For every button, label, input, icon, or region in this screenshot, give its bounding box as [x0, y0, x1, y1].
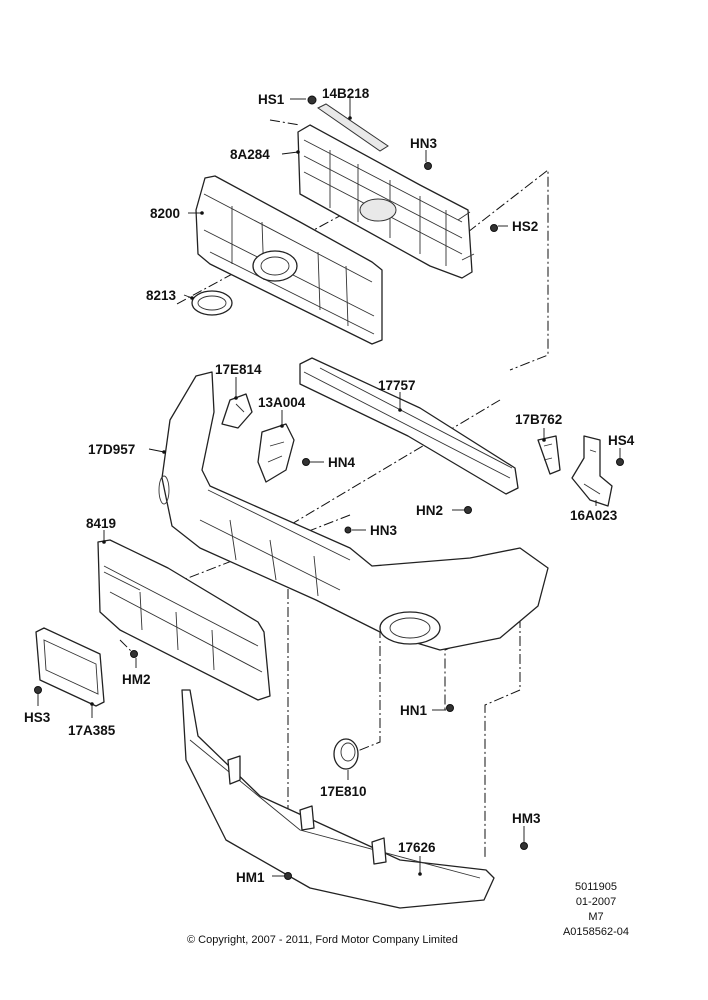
label-hn3-mid: HN3 — [370, 523, 397, 538]
fastener-hs3 — [34, 686, 42, 694]
part-8200-grille — [195, 175, 383, 345]
callout-labels: HS1 14B218 HN3 8A284 HS2 8200 8213 17E81… — [24, 86, 635, 885]
label-hn2: HN2 — [416, 503, 443, 518]
fastener-hn4 — [302, 458, 310, 466]
fastener-hm3 — [520, 842, 528, 850]
fasteners — [34, 95, 624, 880]
label-17a385: 17A385 — [68, 723, 116, 738]
part-8213-emblem — [191, 290, 233, 316]
fastener-hn3-top — [424, 162, 432, 170]
part-8419-lower-grille — [97, 539, 271, 701]
label-hn4: HN4 — [328, 455, 355, 470]
label-hm2: HM2 — [122, 672, 151, 687]
label-8a284: 8A284 — [230, 147, 270, 162]
fastener-hn2 — [464, 506, 472, 514]
label-17e810: 17E810 — [320, 784, 367, 799]
label-17757: 17757 — [378, 378, 416, 393]
part-16a023-bracket — [571, 435, 613, 507]
fastener-hm2 — [130, 650, 138, 658]
part-17e814-bracket — [221, 393, 253, 429]
label-17e814: 17E814 — [215, 362, 262, 377]
callout-leaders — [37, 98, 621, 877]
label-17d957: 17D957 — [88, 442, 135, 457]
part-17a385-plate-bracket — [35, 627, 105, 707]
label-hs1: HS1 — [258, 92, 285, 107]
label-8419: 8419 — [86, 516, 116, 531]
label-16a023: 16A023 — [570, 508, 618, 523]
doc-number: 5011905 — [574, 881, 617, 893]
label-hn3-top: HN3 — [410, 136, 437, 151]
label-13a004: 13A004 — [258, 395, 306, 410]
doc-date: 01-2007 — [575, 896, 617, 908]
label-hs3: HS3 — [24, 710, 51, 725]
fastener-hs1 — [307, 95, 317, 105]
part-17b762-bracket — [537, 435, 561, 475]
label-hm1: HM1 — [236, 870, 265, 885]
label-17626: 17626 — [398, 840, 436, 855]
doc-model: M7 — [588, 911, 604, 923]
part-13a004-bracket — [257, 423, 295, 483]
label-8200: 8200 — [150, 206, 180, 221]
label-17b762: 17B762 — [515, 412, 562, 427]
fastener-hm1 — [284, 872, 292, 880]
illustration-id: A0158562-04 — [562, 926, 630, 938]
label-hm3: HM3 — [512, 811, 541, 826]
copyright-notice: © Copyright, 2007 - 2011, Ford Motor Com… — [187, 934, 458, 946]
part-17d957-bumper-cover — [158, 371, 549, 651]
fastener-hs4 — [616, 458, 624, 466]
label-14b218: 14B218 — [322, 86, 370, 101]
part-8a284-grille — [297, 124, 475, 279]
part-17e810-fog-lamp — [333, 738, 359, 770]
label-8213: 8213 — [146, 288, 177, 303]
label-hs2: HS2 — [512, 219, 538, 234]
fastener-hn3-mid — [344, 526, 352, 534]
document-info: 5011905 01-2007 M7 A0158562-04 — [548, 880, 644, 940]
label-hn1: HN1 — [400, 703, 427, 718]
part-17626-valance — [181, 689, 495, 909]
fastener-hs2 — [490, 224, 498, 232]
part-17757-reinforcement — [299, 357, 519, 495]
label-hs4: HS4 — [608, 433, 635, 448]
part-14b218-strip — [317, 103, 389, 152]
fastener-hn1 — [446, 704, 454, 712]
